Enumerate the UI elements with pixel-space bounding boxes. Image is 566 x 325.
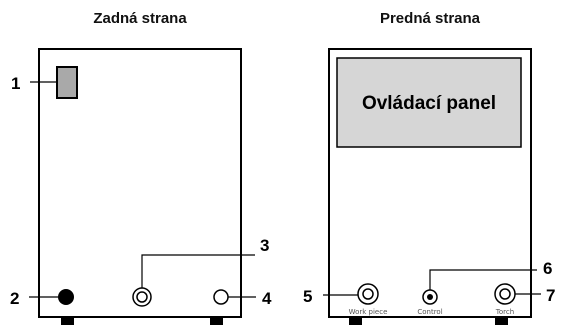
control-label: Control xyxy=(417,308,442,316)
torch-label: Torch xyxy=(495,308,514,316)
torch-connector-inner xyxy=(499,288,511,300)
front-foot-left xyxy=(349,317,362,325)
control-connector-inner xyxy=(427,294,433,300)
callout-3-line xyxy=(141,254,255,288)
work-piece-connector-inner xyxy=(362,288,374,300)
callout-4-label: 4 xyxy=(262,289,272,308)
callout-7-label: 7 xyxy=(546,286,555,305)
callout-3-label: 3 xyxy=(260,236,269,255)
front-foot-right xyxy=(495,317,508,325)
callout-6-label: 6 xyxy=(543,259,552,278)
control-panel-label: Ovládací panel xyxy=(362,93,496,114)
callout-1-label: 1 xyxy=(11,74,20,93)
front-side-title: Predná strana xyxy=(379,10,481,27)
control-panel xyxy=(336,57,522,148)
work-piece-label: Work piece xyxy=(349,308,388,316)
back-foot-right xyxy=(210,317,223,325)
back-black-connector xyxy=(58,289,74,305)
back-open-connector xyxy=(213,289,229,305)
back-gas-connector-inner xyxy=(136,291,148,303)
callout-5-label: 5 xyxy=(303,287,312,306)
back-foot-left xyxy=(61,317,74,325)
power-switch xyxy=(56,66,78,99)
callout-6-line xyxy=(429,269,537,290)
back-side-title: Zadná strana xyxy=(93,10,187,27)
callout-2-label: 2 xyxy=(10,289,19,308)
